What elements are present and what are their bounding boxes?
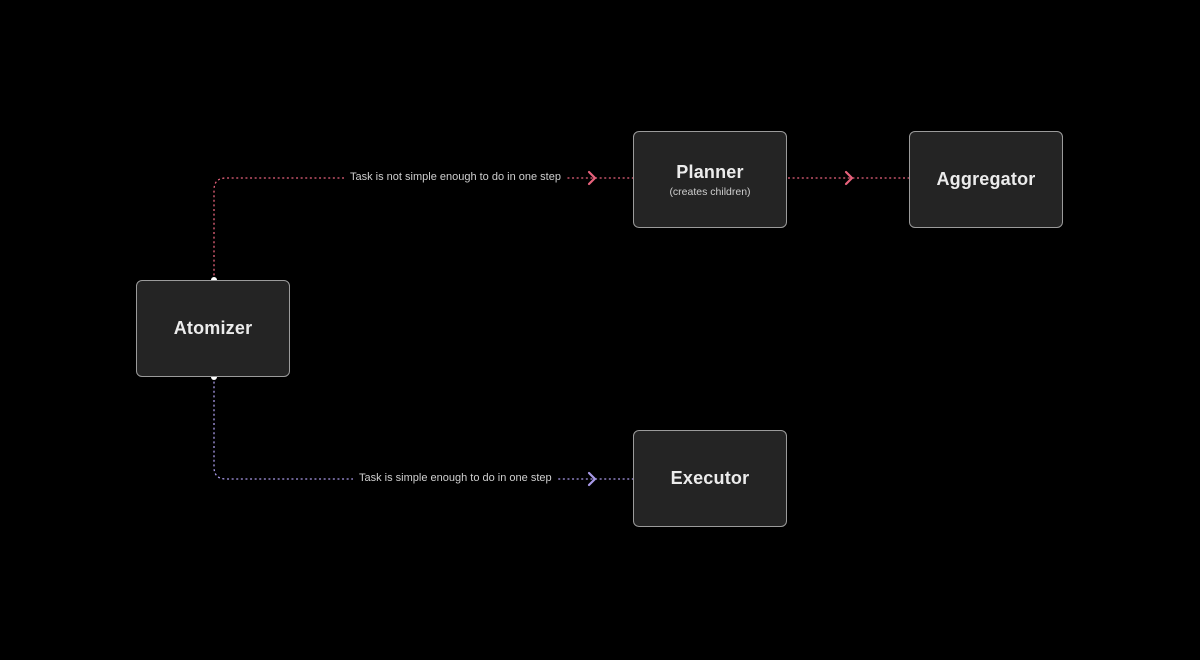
atomizer-title: Atomizer [173, 318, 253, 338]
aggregator-node[interactable]: Aggregator [909, 131, 1063, 228]
aggregator-title: Aggregator [936, 169, 1036, 189]
edge-atomizer-to-executor [213, 377, 633, 480]
edge-atomizer-to-planner [213, 177, 633, 280]
atomizer-node[interactable]: Atomizer [136, 280, 290, 377]
arrowhead-planner [587, 170, 597, 186]
planner-subtitle: (creates children) [669, 185, 751, 198]
executor-title: Executor [670, 468, 750, 488]
edge-label-simple: Task is simple enough to do in one step [353, 471, 558, 485]
planner-title: Planner [676, 161, 744, 182]
arrowhead-aggregator [844, 170, 854, 186]
arrowhead-executor [587, 471, 597, 487]
planner-node[interactable]: Planner (creates children) [633, 131, 787, 228]
executor-node[interactable]: Executor [633, 430, 787, 527]
edge-label-not-simple: Task is not simple enough to do in one s… [344, 170, 567, 184]
